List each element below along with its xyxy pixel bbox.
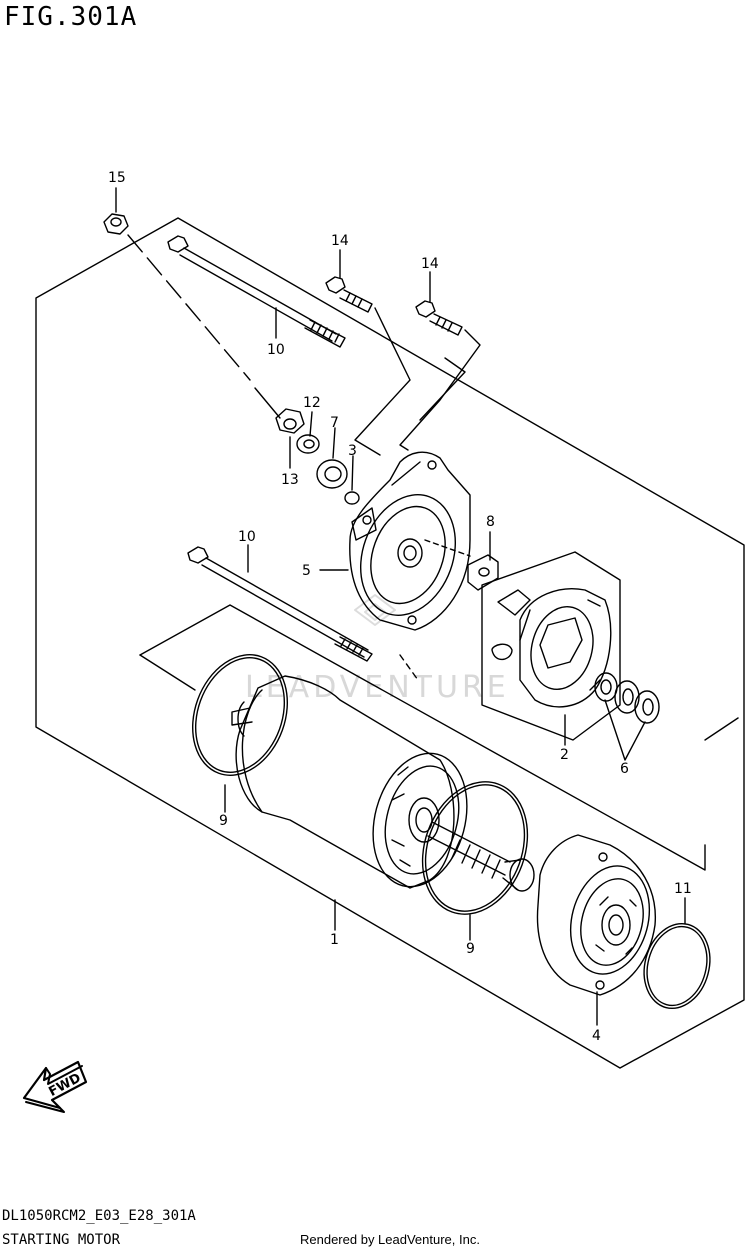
- long-bolt-top: [167, 235, 346, 348]
- washer-12: [296, 434, 320, 454]
- part-label-9-left[interactable]: 9: [219, 813, 228, 829]
- washer-set-6: [594, 672, 660, 724]
- watermark: LEADVENTURE: [245, 594, 510, 705]
- o-ring-11: [643, 922, 711, 1010]
- nut-guide-line: [254, 387, 281, 419]
- reference-line: [704, 717, 739, 741]
- o-ring-3: [344, 491, 360, 505]
- part-label-12[interactable]: 12: [303, 395, 321, 411]
- fwd-arrow-icon: FWD: [22, 1060, 88, 1113]
- long-bolt-bottom: [187, 546, 419, 681]
- nut-13: [275, 408, 305, 434]
- part-label-6[interactable]: 6: [620, 761, 629, 777]
- part-label-10-bottom[interactable]: 10: [238, 529, 256, 545]
- part-label-14-left[interactable]: 14: [331, 233, 349, 249]
- bolt-guide-line: [399, 329, 481, 451]
- part-label-3[interactable]: 3: [348, 443, 357, 459]
- part-label-4[interactable]: 4: [592, 1028, 601, 1044]
- figure-name: STARTING MOTOR: [2, 1232, 121, 1248]
- short-bolt-right: [415, 300, 463, 336]
- bolt-guide-line: [354, 307, 411, 456]
- part-label-9-right[interactable]: 9: [466, 941, 475, 957]
- brush-holder-2: [491, 588, 612, 708]
- brush-seat-8: [424, 539, 499, 591]
- figure-title: FIG.301A: [4, 2, 138, 32]
- brush-holder-frame: [481, 551, 621, 741]
- part-label-5[interactable]: 5: [302, 563, 311, 579]
- reference-line: [139, 604, 706, 871]
- bolt-guide-line: [419, 357, 466, 421]
- part-label-15[interactable]: 15: [108, 170, 126, 186]
- short-bolt-left: [325, 276, 373, 313]
- part-label-11[interactable]: 11: [674, 881, 692, 897]
- part-label-8[interactable]: 8: [486, 514, 495, 530]
- washer-7: [316, 459, 348, 489]
- part-label-1[interactable]: 1: [330, 932, 339, 948]
- part-label-2[interactable]: 2: [560, 747, 569, 763]
- assembly-frame: [35, 217, 745, 1069]
- rendered-by: Rendered by LeadVenture, Inc.: [300, 1232, 480, 1247]
- part-label-14-right[interactable]: 14: [421, 256, 439, 272]
- housing-end-4: [536, 834, 657, 996]
- leader-lines: [115, 187, 686, 1026]
- motor-case-1: [231, 675, 535, 892]
- reference-line: [139, 654, 196, 691]
- nut-15: [103, 213, 129, 235]
- part-label-13[interactable]: 13: [281, 472, 299, 488]
- o-ring-9-left: [191, 654, 289, 776]
- o-ring-9-right: [421, 781, 529, 915]
- watermark-text: LEADVENTURE: [245, 670, 510, 705]
- nut-guide-line: [127, 234, 251, 381]
- part-label-10-top[interactable]: 10: [267, 342, 285, 358]
- part-labels: 15 14 14 10 12 7 3 13 8 10 5 2 6 9 1 9 1…: [108, 170, 692, 1044]
- part-label-7[interactable]: 7: [330, 415, 339, 431]
- rear-bracket-5: [349, 451, 471, 631]
- figure-code: DL1050RCM2_E03_E28_301A: [2, 1208, 196, 1224]
